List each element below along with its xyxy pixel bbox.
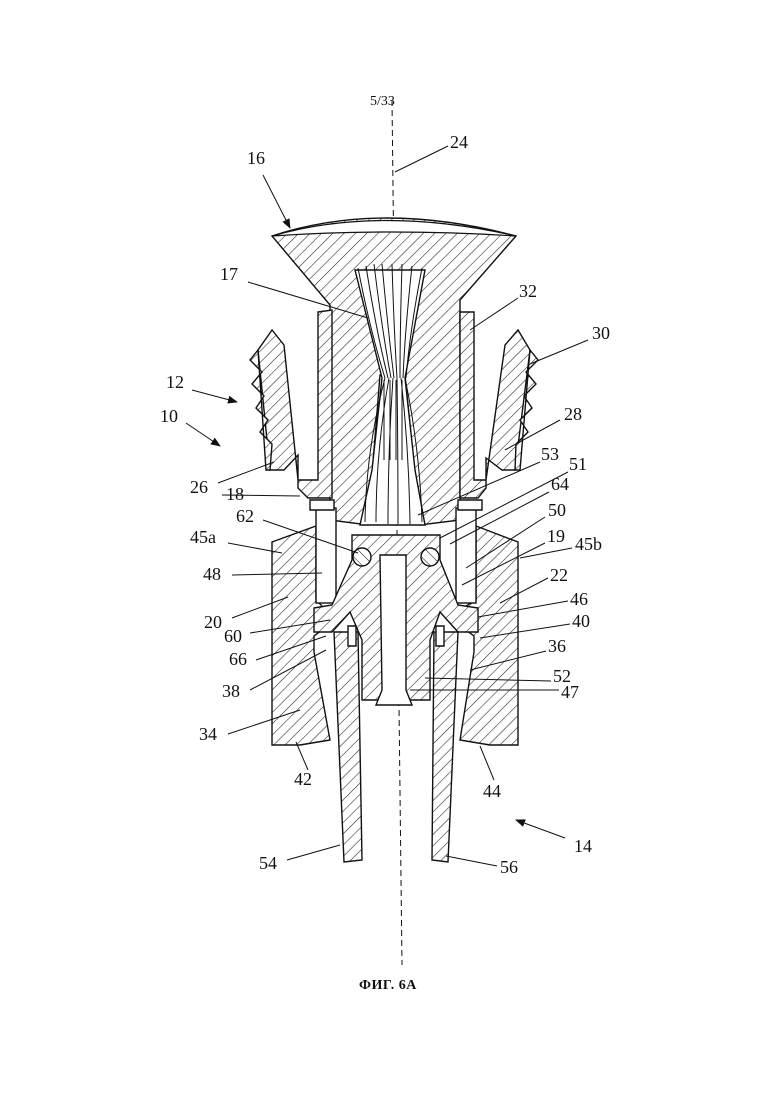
label-45a: 45a <box>190 527 216 547</box>
label-10: 10 <box>160 406 178 426</box>
label-18: 18 <box>226 484 244 504</box>
label-54: 54 <box>259 853 277 873</box>
label-14: 14 <box>574 836 592 856</box>
label-51: 51 <box>569 454 587 474</box>
label-38: 38 <box>222 681 240 701</box>
label-40: 40 <box>572 611 590 631</box>
label-26: 26 <box>190 477 208 497</box>
label-66: 66 <box>229 649 247 669</box>
label-46: 46 <box>570 589 588 609</box>
label-60: 60 <box>224 626 242 646</box>
label-48: 48 <box>203 564 221 584</box>
label-17: 17 <box>220 264 238 284</box>
chamber-right <box>456 508 476 603</box>
label-32: 32 <box>519 281 537 301</box>
chamber-left <box>316 508 336 603</box>
label-16: 16 <box>247 148 265 168</box>
spike-left-inner <box>348 626 356 646</box>
label-53: 53 <box>541 444 559 464</box>
collar-right <box>458 500 482 510</box>
label-19: 19 <box>547 526 565 546</box>
label-64: 64 <box>551 474 569 494</box>
label-56: 56 <box>500 857 518 877</box>
o-ring-right <box>421 548 439 566</box>
spike-left <box>334 632 362 862</box>
label-62: 62 <box>236 506 254 526</box>
label-12: 12 <box>166 372 184 392</box>
spike-right-inner <box>436 626 444 646</box>
label-20: 20 <box>204 612 222 632</box>
label-34: 34 <box>199 724 217 744</box>
o-ring-left <box>353 548 371 566</box>
label-50: 50 <box>548 500 566 520</box>
label-24: 24 <box>450 132 468 152</box>
label-45b: 45b <box>575 534 602 554</box>
label-47: 47 <box>561 682 579 702</box>
piston-bore <box>376 555 412 705</box>
label-36: 36 <box>548 636 566 656</box>
figure-caption: ФИГ. 6А <box>359 978 417 994</box>
spike-right <box>432 632 458 862</box>
label-30: 30 <box>592 323 610 343</box>
label-42: 42 <box>294 769 312 789</box>
label-44: 44 <box>483 781 501 801</box>
label-28: 28 <box>564 404 582 424</box>
label-22: 22 <box>550 565 568 585</box>
collar-left <box>310 500 334 510</box>
